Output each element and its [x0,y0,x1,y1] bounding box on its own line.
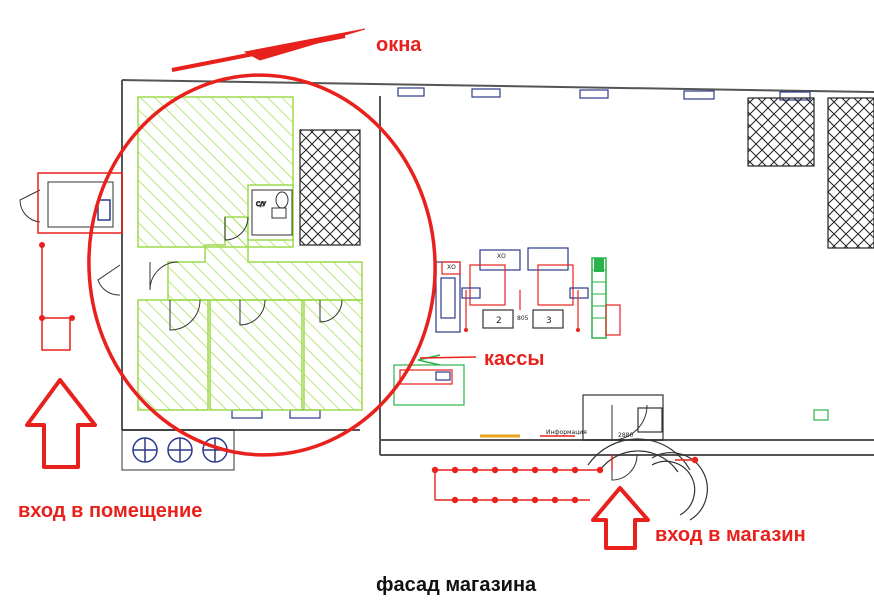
dim-2880: 2880 [618,432,633,439]
fan-units [121,429,235,471]
info-label: Информация [546,429,587,436]
xo-label-1: ХО [447,264,456,271]
front-fixtures: 2880 Информация [393,354,829,441]
door-swings [19,189,648,481]
premises-entrance-arrow [25,378,97,469]
highlight-ellipse [87,73,437,457]
window-markers [231,87,811,419]
windows-arrow [171,28,366,72]
checkout-arrow [419,356,477,359]
shop-entrance-arrow [591,486,650,550]
produce-shelf [591,257,621,339]
storage-racks [299,97,874,249]
facade-label: фасад магазина [376,574,537,596]
windows-label: окна [376,34,422,56]
left-entrance [37,172,123,351]
cu-label: С/У [256,201,266,208]
counter-3: 3 [546,316,552,326]
toilet-block: С/У [251,189,293,236]
checkout-area: 2 3 805 ХО ХО [435,247,589,333]
premises-entrance-label: вход в помещение [18,500,203,522]
dim-805: 805 [517,315,529,322]
counter-2: 2 [496,316,502,326]
xo-label-2: ХО [497,253,506,260]
shop-entrance-label: вход в магазин [655,524,806,546]
exterior-routes [431,455,699,504]
checkouts-label: кассы [484,348,545,370]
shop-entrance [587,438,708,521]
